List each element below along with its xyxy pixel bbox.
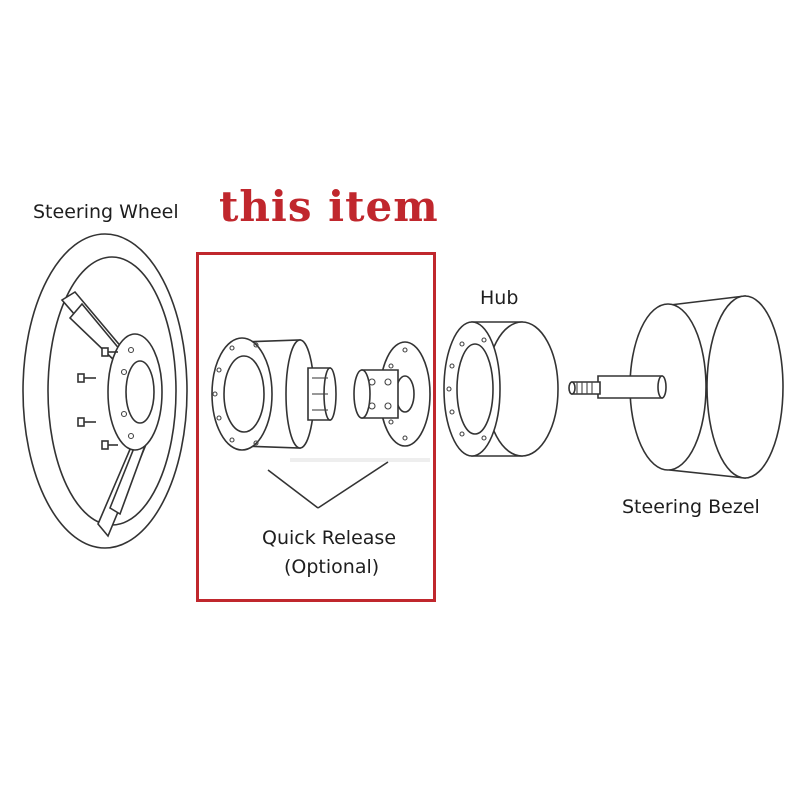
highlight-box [196, 252, 436, 602]
this-item-callout: this item [219, 182, 439, 231]
screw-icon [77, 347, 118, 450]
steering-bezel-drawing [568, 295, 784, 479]
quick-release-female-drawing [211, 337, 337, 451]
hub-drawing [443, 321, 559, 457]
hub-label: Hub [480, 287, 519, 309]
steering-wheel-label: Steering Wheel [33, 201, 179, 223]
steering-wheel-drawing [22, 233, 188, 549]
quick-release-label: Quick Release [262, 527, 397, 549]
quick-release-callout-lines [267, 461, 389, 509]
optional-label: (Optional) [284, 556, 380, 578]
steering-bezel-label: Steering Bezel [622, 496, 760, 518]
quick-release-male-drawing [353, 341, 431, 447]
